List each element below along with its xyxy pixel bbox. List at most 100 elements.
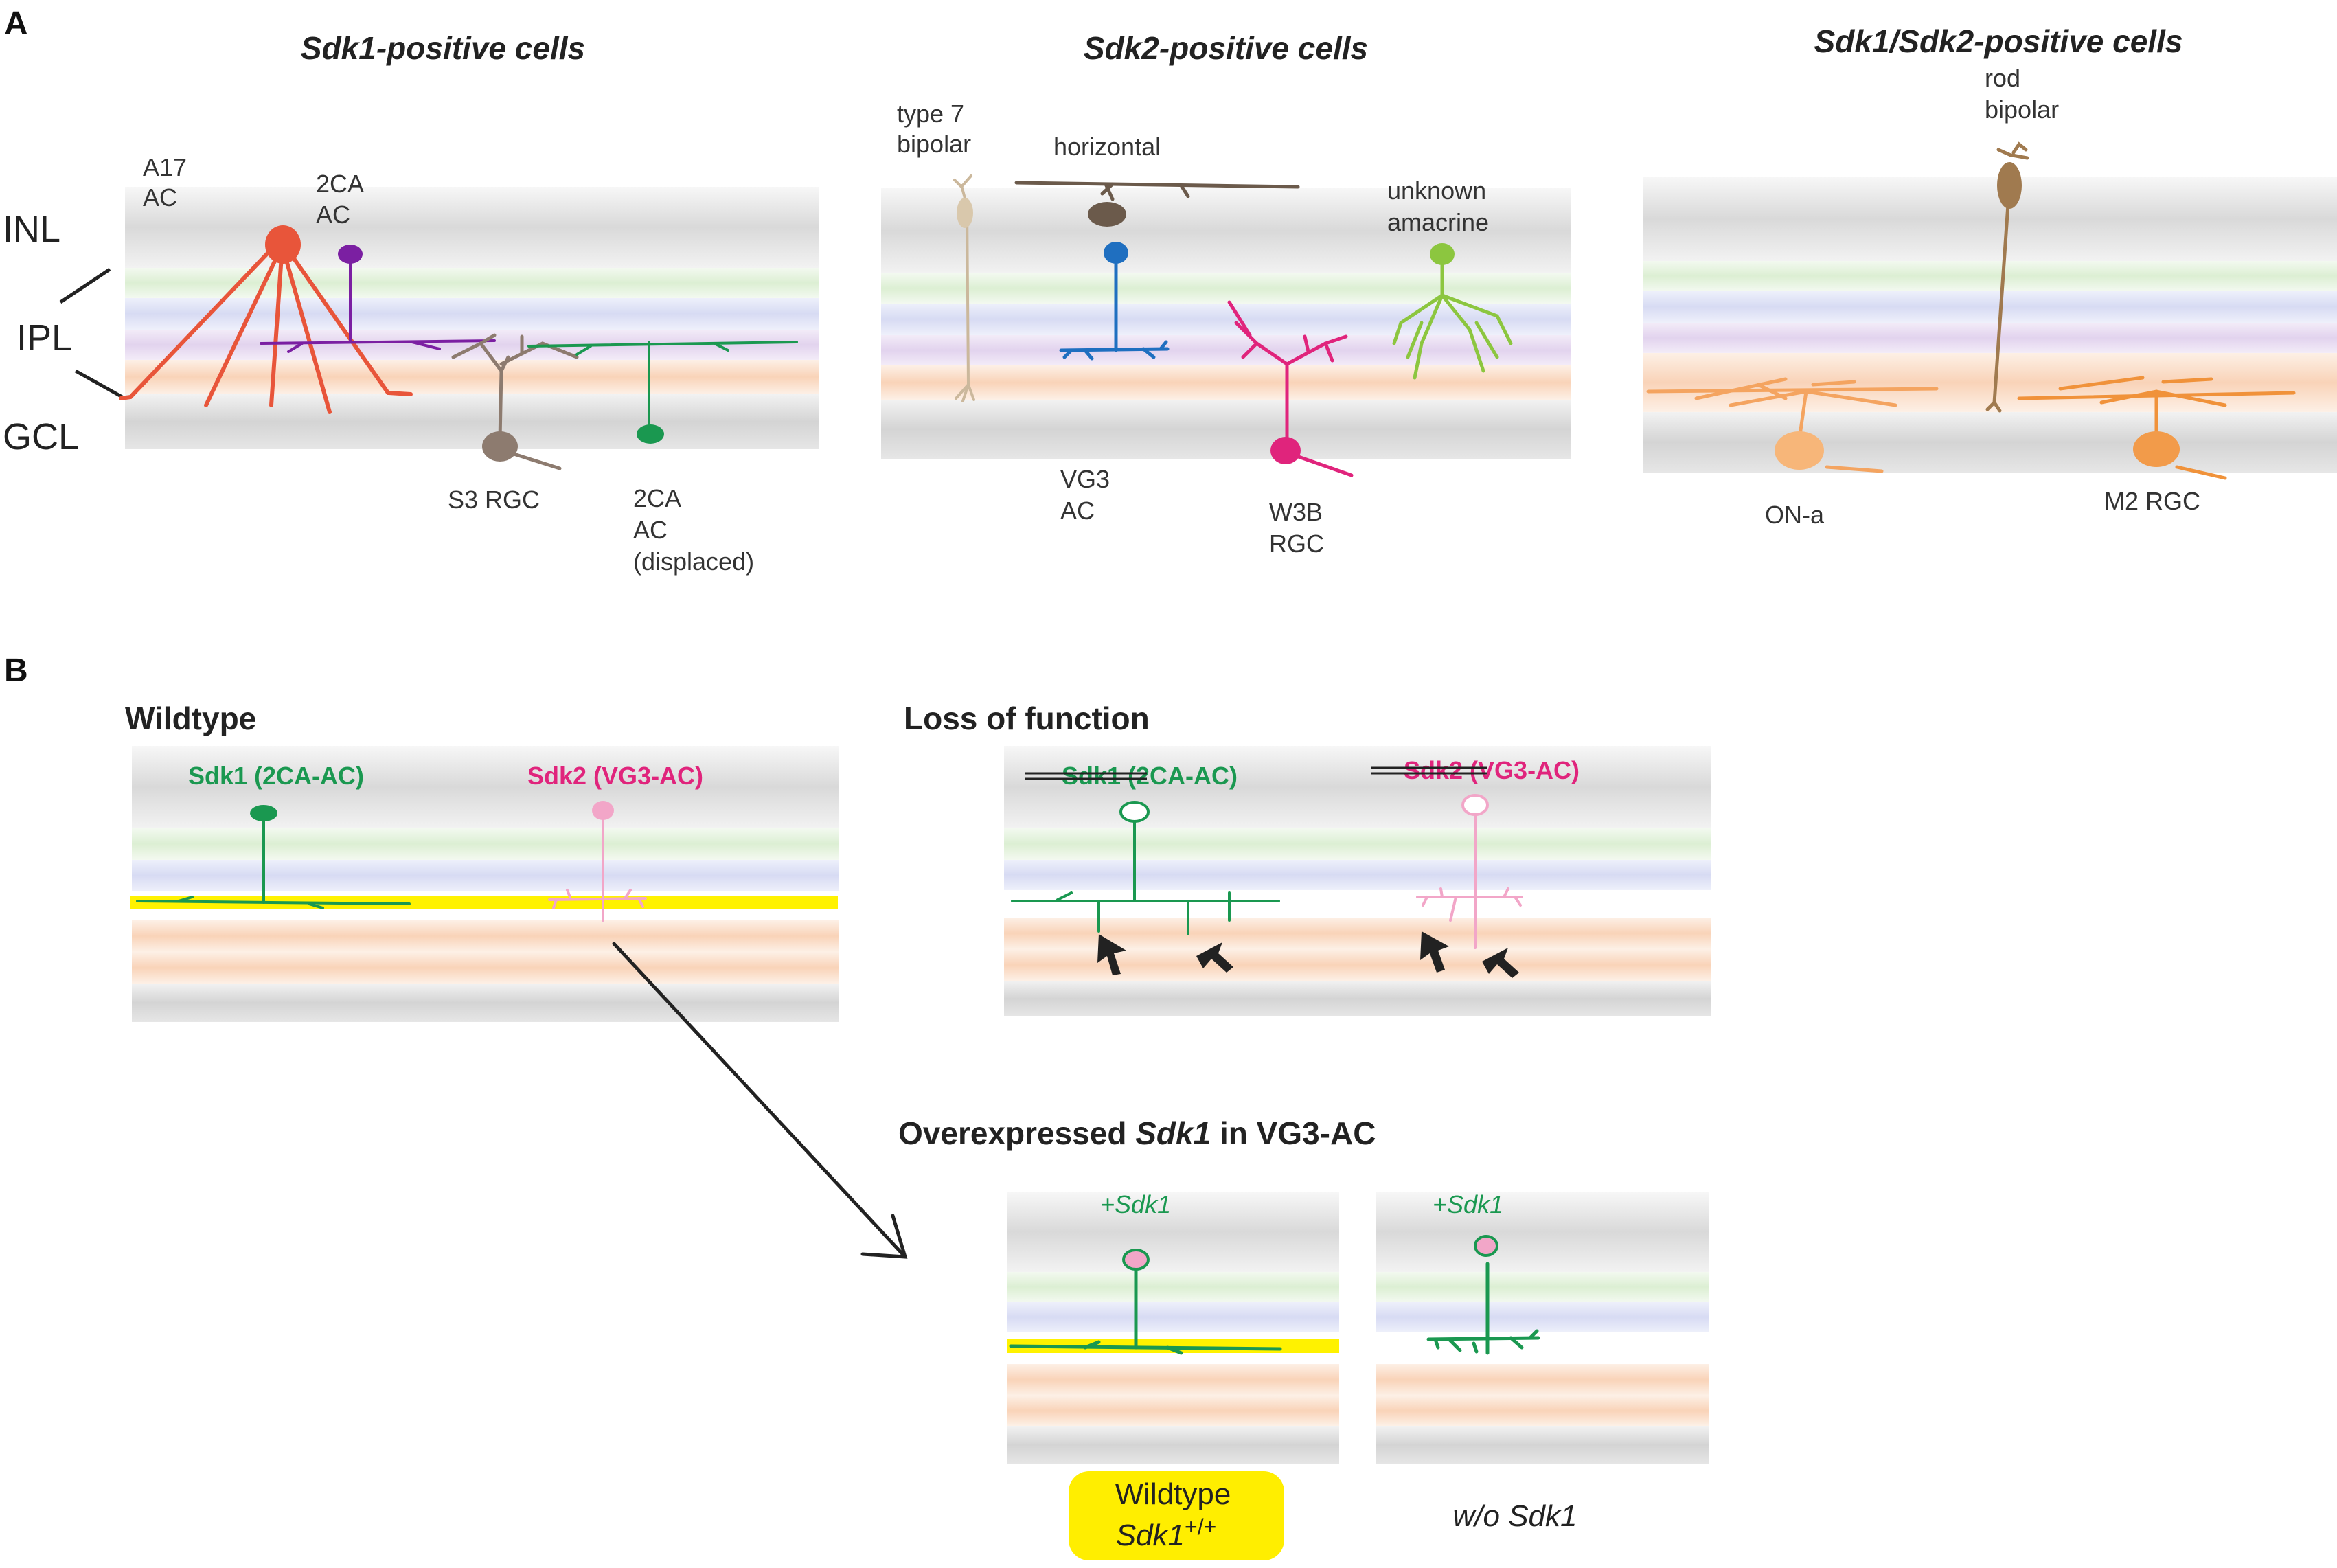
rod-bipolar-label-1: rod [1985,64,2020,92]
ipl-sublamina-blue [132,860,839,891]
w3b-soma [1270,437,1301,464]
oe-wt-plus: + [1100,1190,1115,1218]
oe-wt-vg3-soma [1122,1249,1150,1271]
sdk1-retina-slab [125,187,819,449]
ipl-sublamina-orange-2 [1004,949,1711,981]
vg3-label-1: VG3 [1060,465,1110,493]
lof-heading: Loss of function [904,701,1150,736]
lof-sdk2-label: Sdk2 (VG3-AC) [1404,756,1580,784]
type7-bipolar-cell [953,174,975,402]
gcl-label: GCL [3,416,79,457]
vg3-ac-cell [1059,242,1170,361]
oe-wt-plus-label: +Sdk1 [1100,1190,1171,1218]
ipl-sublamina-green [1007,1272,1339,1302]
ipl-sublamina-white [1004,890,1711,918]
ipl-sublamina-orange-1 [132,920,839,952]
type7-label-2: bipolar [897,130,971,158]
ca2-displaced-soma [637,424,664,444]
arrowhead-1 [1097,934,1126,975]
m2-rgc-label: M2 RGC [2104,487,2200,515]
oe-wt-gene: Sdk1 [1115,1190,1171,1218]
ca2-label-1: 2CA [316,170,364,198]
arrowhead-2 [1196,942,1233,973]
ipl-sublamina-green [1643,261,2337,291]
wt-vg3-soma [592,801,614,820]
a17-soma [265,225,301,264]
badge-line2: Sdk1+/+ [1116,1514,1217,1552]
panel-b-letter: B [4,652,28,689]
ca2-displaced-label-3: (displaced) [633,547,754,576]
sdk12-retina-slab [1643,177,2337,473]
ipl-sublamina-orange-2 [1376,1396,1709,1426]
gcl-layer [1007,1426,1339,1464]
ca2-displaced-cell [527,341,798,444]
wt-sdk1-label: Sdk1 (2CA-AC) [188,762,364,790]
ipl-sublamina-green [132,828,839,860]
lof-vg3-soma [1461,794,1489,816]
on-a-rgc-cell [1646,377,1939,473]
oe-wildtype-retina-slab [1007,1192,1339,1464]
gcl-layer [1643,412,2337,473]
amacrine-label-1: unknown [1387,177,1486,205]
oe-ko-vg3-soma [1474,1235,1498,1257]
ipl-sublamina-orange [125,360,819,394]
inl-layer [132,746,839,828]
lof-sdk1-cell: (2CA-AC) [1121,762,1238,790]
wildtype-heading: Wildtype [125,701,256,736]
panel-a-letter: A [4,5,28,42]
oe-ko-plus: + [1433,1190,1447,1218]
ipl-sublamina-green [881,273,1571,304]
w3b-label-2: RGC [1269,530,1324,558]
wildtype-retina-slab [130,746,839,1022]
badge-genotype: +/+ [1185,1514,1216,1539]
lof-sdk1-label: Sdk1 (2CA-AC) [1062,762,1238,790]
lof-sdk1-struck: Sdk1 [1062,762,1121,790]
wt-2ca-ac-cell [136,805,411,909]
wildtype-genotype-badge [1069,1471,1284,1560]
ipl-sublamina-green [1376,1272,1709,1302]
ipl-sublamina-orange-2 [132,952,839,984]
oe-wt-vg3-cell [1009,1249,1282,1355]
horizontal-cell [1014,181,1300,227]
w3b-rgc-cell [1227,300,1354,477]
ca2-ac-cell [260,245,496,353]
gcl-layer [1004,981,1711,1016]
ipl-sublamina-blue [1004,860,1711,890]
ipl-sublamina-orange-1 [1376,1364,1709,1396]
inl-layer [125,187,819,268]
lof-arrow-markers [1097,931,1519,978]
ipl-sublamina-blue [1643,291,2337,323]
ipl-sublamina-orange [881,365,1571,400]
ca2-displaced-label-1: 2CA [633,484,681,512]
inl-layer [1643,177,2337,261]
oe-ko-gene: Sdk1 [1447,1190,1503,1218]
lof-sdk2-struck: Sdk2 [1404,756,1463,784]
badge-line1: Wildtype [1115,1477,1231,1511]
inl-label: INL [3,209,60,250]
ipl-sublamina-yellow [130,896,838,909]
ca2-soma [338,245,363,264]
ipl-sublamina-blue [881,304,1571,335]
ipl-sublamina-green [1004,828,1711,860]
a17-ac-cell [119,225,413,414]
rod-bipolar-cell [1985,141,2029,413]
vg3-soma [1104,242,1128,264]
gcl-layer [132,984,839,1022]
badge-gene: Sdk1 [1116,1519,1185,1552]
inl-layer [1376,1192,1709,1272]
a17-label-1: A17 [143,153,187,181]
s3-rgc-label: S3 RGC [448,486,540,514]
vg3-label-2: AC [1060,497,1095,525]
inl-layer [1007,1192,1339,1272]
gcl-layer [125,394,819,449]
oe-ko-plus-label: +Sdk1 [1433,1190,1503,1218]
m2-soma [2133,431,2180,467]
horizontal-label: horizontal [1053,133,1161,161]
ipl-sublamina-purple [1643,323,2337,353]
ca2-label-2: AC [316,201,350,229]
sdk2-retina-slab [881,188,1571,459]
ipl-sublamina-blue [1007,1302,1339,1332]
without-sdk1-label: w/o Sdk1 [1453,1499,1577,1533]
